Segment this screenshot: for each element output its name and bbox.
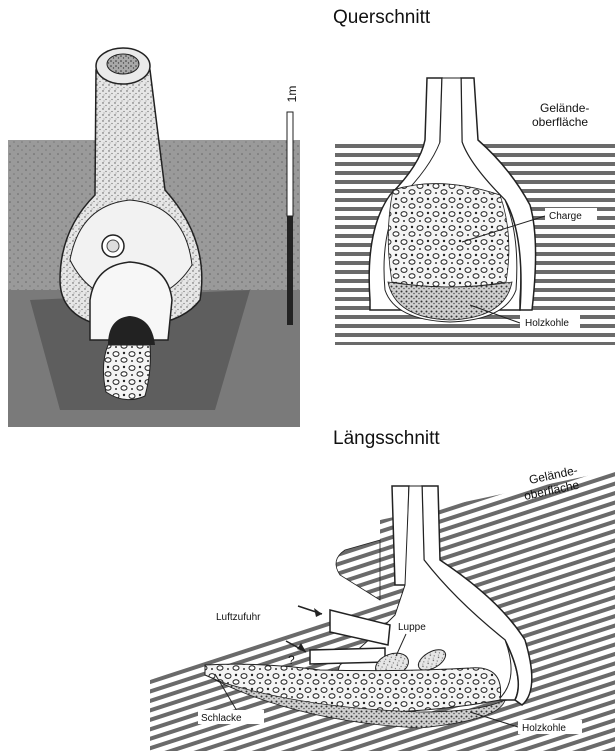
slag-label: Schlacke xyxy=(201,713,242,724)
cross-section-title: Querschnitt xyxy=(333,7,431,28)
longitudinal-tuyere-lower xyxy=(310,648,385,664)
perspective-vent-inner xyxy=(107,240,119,252)
longitudinal-section-title: Längsschnitt xyxy=(333,428,440,449)
scale-bar-lower xyxy=(287,216,293,325)
longitudinal-ground-left xyxy=(336,540,380,600)
perspective-slag-pile xyxy=(103,345,150,400)
air-supply-question-mark: ? xyxy=(288,653,295,667)
longitudinal-charcoal-label: Holzkohle xyxy=(522,723,566,734)
cross-section-charge-label: Charge xyxy=(549,211,582,222)
cross-section-ground-label-2: oberfläche xyxy=(532,115,588,129)
bloom-label: Luppe xyxy=(398,622,426,633)
air-supply-label: Luftzufuhr xyxy=(216,612,261,623)
cross-section: Querschnitt Gelände- oberfläche Charge H… xyxy=(333,7,615,345)
cross-section-charcoal-label: Holzkohle xyxy=(525,318,569,329)
perspective-chimney-opening xyxy=(107,54,139,74)
perspective-view xyxy=(8,48,300,427)
cross-section-charge xyxy=(388,184,509,287)
scale-bar-label: 1m xyxy=(285,86,299,103)
scale-bar-upper xyxy=(287,112,293,216)
air-supply-arrowhead-1 xyxy=(314,608,322,617)
cross-section-ground-label-1: Gelände- xyxy=(540,101,589,115)
longitudinal-section: Längsschnitt Gelände- oberfläche Luftzuf… xyxy=(150,428,615,751)
